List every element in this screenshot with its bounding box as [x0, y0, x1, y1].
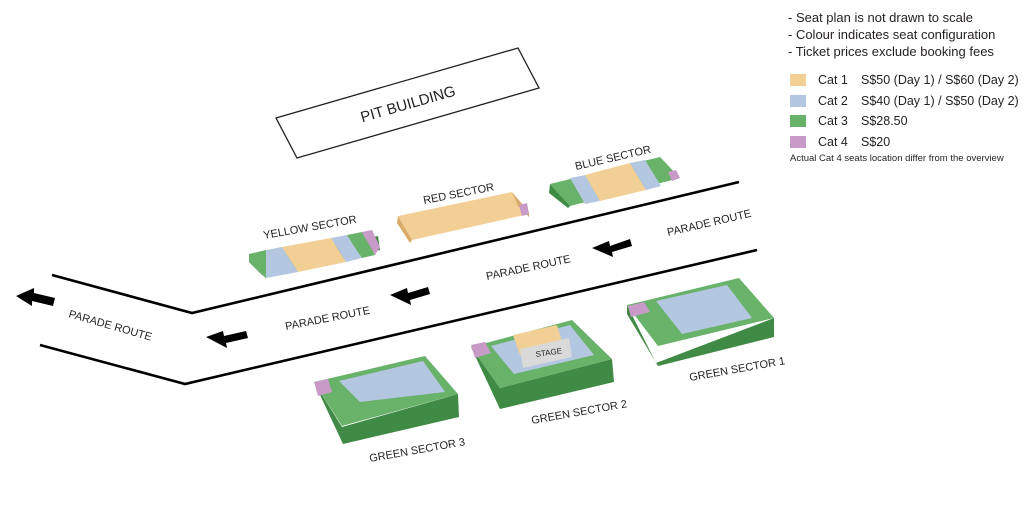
parade-route-label: PARADE ROUTE [67, 308, 153, 343]
legend-price: S$28.50 [861, 114, 908, 129]
cat3-swatch [790, 115, 806, 128]
cat4-footnote: Actual Cat 4 seats location differ from … [790, 153, 1004, 164]
legend-category: Cat 4 [818, 134, 848, 149]
blue-sector[interactable]: BLUE SECTOR [549, 144, 680, 208]
legend-row-cat3: Cat 3 S$28.50 [790, 111, 1019, 132]
parade-route-label: PARADE ROUTE [485, 253, 572, 283]
green-sector-1-label: GREEN SECTOR 1 [688, 355, 786, 384]
cat1-swatch [790, 74, 806, 87]
legend-row-cat1: Cat 1 S$50 (Day 1) / S$60 (Day 2) [790, 70, 1019, 91]
road-lower-edge [39, 248, 758, 386]
cat2-swatch [790, 94, 806, 107]
price-legend: Cat 1 S$50 (Day 1) / S$60 (Day 2) Cat 2 … [790, 70, 1019, 152]
note-line: - Colour indicates seat configuration [788, 27, 996, 42]
legend-category: Cat 1 [818, 73, 848, 88]
legend-row-cat4: Cat 4 S$20 [790, 132, 1019, 153]
cat4-swatch [790, 135, 806, 148]
red-sector[interactable]: RED SECTOR [397, 181, 529, 243]
legend-category: Cat 3 [818, 114, 848, 129]
legend-row-cat2: Cat 2 S$40 (Day 1) / S$50 (Day 2) [790, 91, 1019, 112]
road-upper-edge [51, 180, 740, 315]
pit-building: PIT BUILDING [275, 47, 540, 159]
direction-arrows [16, 239, 632, 348]
note-line: - Seat plan is not drawn to scale [788, 10, 973, 25]
parade-route-label: PARADE ROUTE [284, 305, 371, 333]
arrow-left-icon [592, 239, 632, 257]
parade-route-roads [39, 180, 758, 386]
green-sector-1[interactable]: GREEN SECTOR 1 [627, 278, 786, 384]
legend-category: Cat 2 [818, 93, 848, 108]
green-sector-3[interactable]: GREEN SECTOR 3 [314, 356, 466, 465]
yellow-sector[interactable]: YELLOW SECTOR [249, 214, 380, 278]
legend-price: S$40 (Day 1) / S$50 (Day 2) [861, 93, 1019, 108]
legend-price: S$20 [861, 134, 891, 149]
green-sector-3-label: GREEN SECTOR 3 [368, 436, 466, 465]
notes-block: - Seat plan is not drawn to scale - Colo… [788, 9, 995, 60]
green-sector-2[interactable]: STAGE GREEN SECTOR 2 [471, 320, 628, 427]
legend-price: S$50 (Day 1) / S$60 (Day 2) [861, 73, 1019, 88]
arrow-left-icon [206, 331, 248, 348]
stage-label: STAGE [535, 346, 563, 359]
green-sector-2-label: GREEN SECTOR 2 [530, 398, 628, 427]
arrow-left-icon [390, 287, 430, 305]
parade-route-label: PARADE ROUTE [666, 208, 752, 239]
arrow-left-icon [16, 288, 55, 306]
note-line: - Ticket prices exclude booking fees [788, 44, 994, 59]
